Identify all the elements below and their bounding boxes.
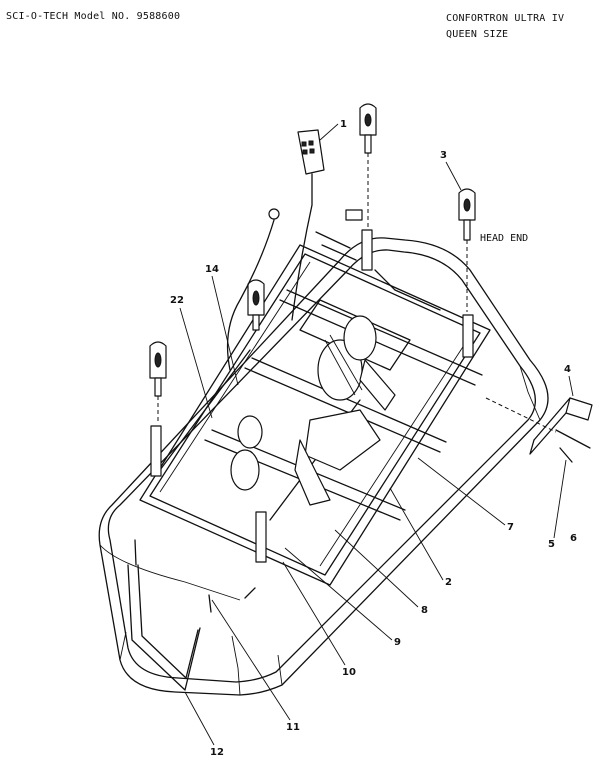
callout-7: 7 — [507, 522, 514, 533]
fasteners — [244, 209, 363, 599]
head-end-label: HEAD END — [480, 233, 528, 244]
caster-head-right — [458, 188, 476, 241]
caster-mid — [247, 279, 265, 331]
caster-wheels — [149, 103, 476, 424]
callout-11: 11 — [286, 722, 300, 733]
header-product: CONFORTRON ULTRA IV QUEEN SIZE — [446, 11, 564, 43]
callout-22: 22 — [170, 295, 184, 306]
callout-9: 9 — [394, 637, 401, 648]
power-cord — [226, 208, 280, 371]
callout-12: 12 — [210, 747, 224, 758]
header-size: QUEEN SIZE — [446, 29, 509, 40]
bracket-assembly — [485, 397, 593, 463]
bed-frame — [139, 244, 491, 586]
header-product-name: CONFORTRON ULTRA IV — [446, 13, 565, 24]
callout-1: 1 — [340, 119, 347, 130]
callout-5: 5 — [548, 539, 555, 550]
callout-10: 10 — [342, 667, 356, 678]
caster-foot-left — [149, 341, 167, 397]
callout-4: 4 — [564, 364, 571, 375]
callout-14: 14 — [205, 264, 219, 275]
header-model: SCI-O-TECH Model NO. 9588600 — [6, 11, 181, 22]
base-tray — [98, 237, 549, 696]
handle — [127, 539, 212, 691]
callout-8: 8 — [421, 605, 428, 616]
hand-control — [291, 129, 325, 321]
motor-assembly — [230, 315, 396, 506]
legs — [150, 229, 474, 563]
callout-3: 3 — [440, 150, 447, 161]
callout-6: 6 — [570, 533, 577, 544]
caster-head-left — [359, 103, 377, 154]
callout-2: 2 — [445, 577, 452, 588]
callouts: 1 3 4 14 22 7 5 6 2 8 9 10 11 12 — [170, 119, 577, 758]
